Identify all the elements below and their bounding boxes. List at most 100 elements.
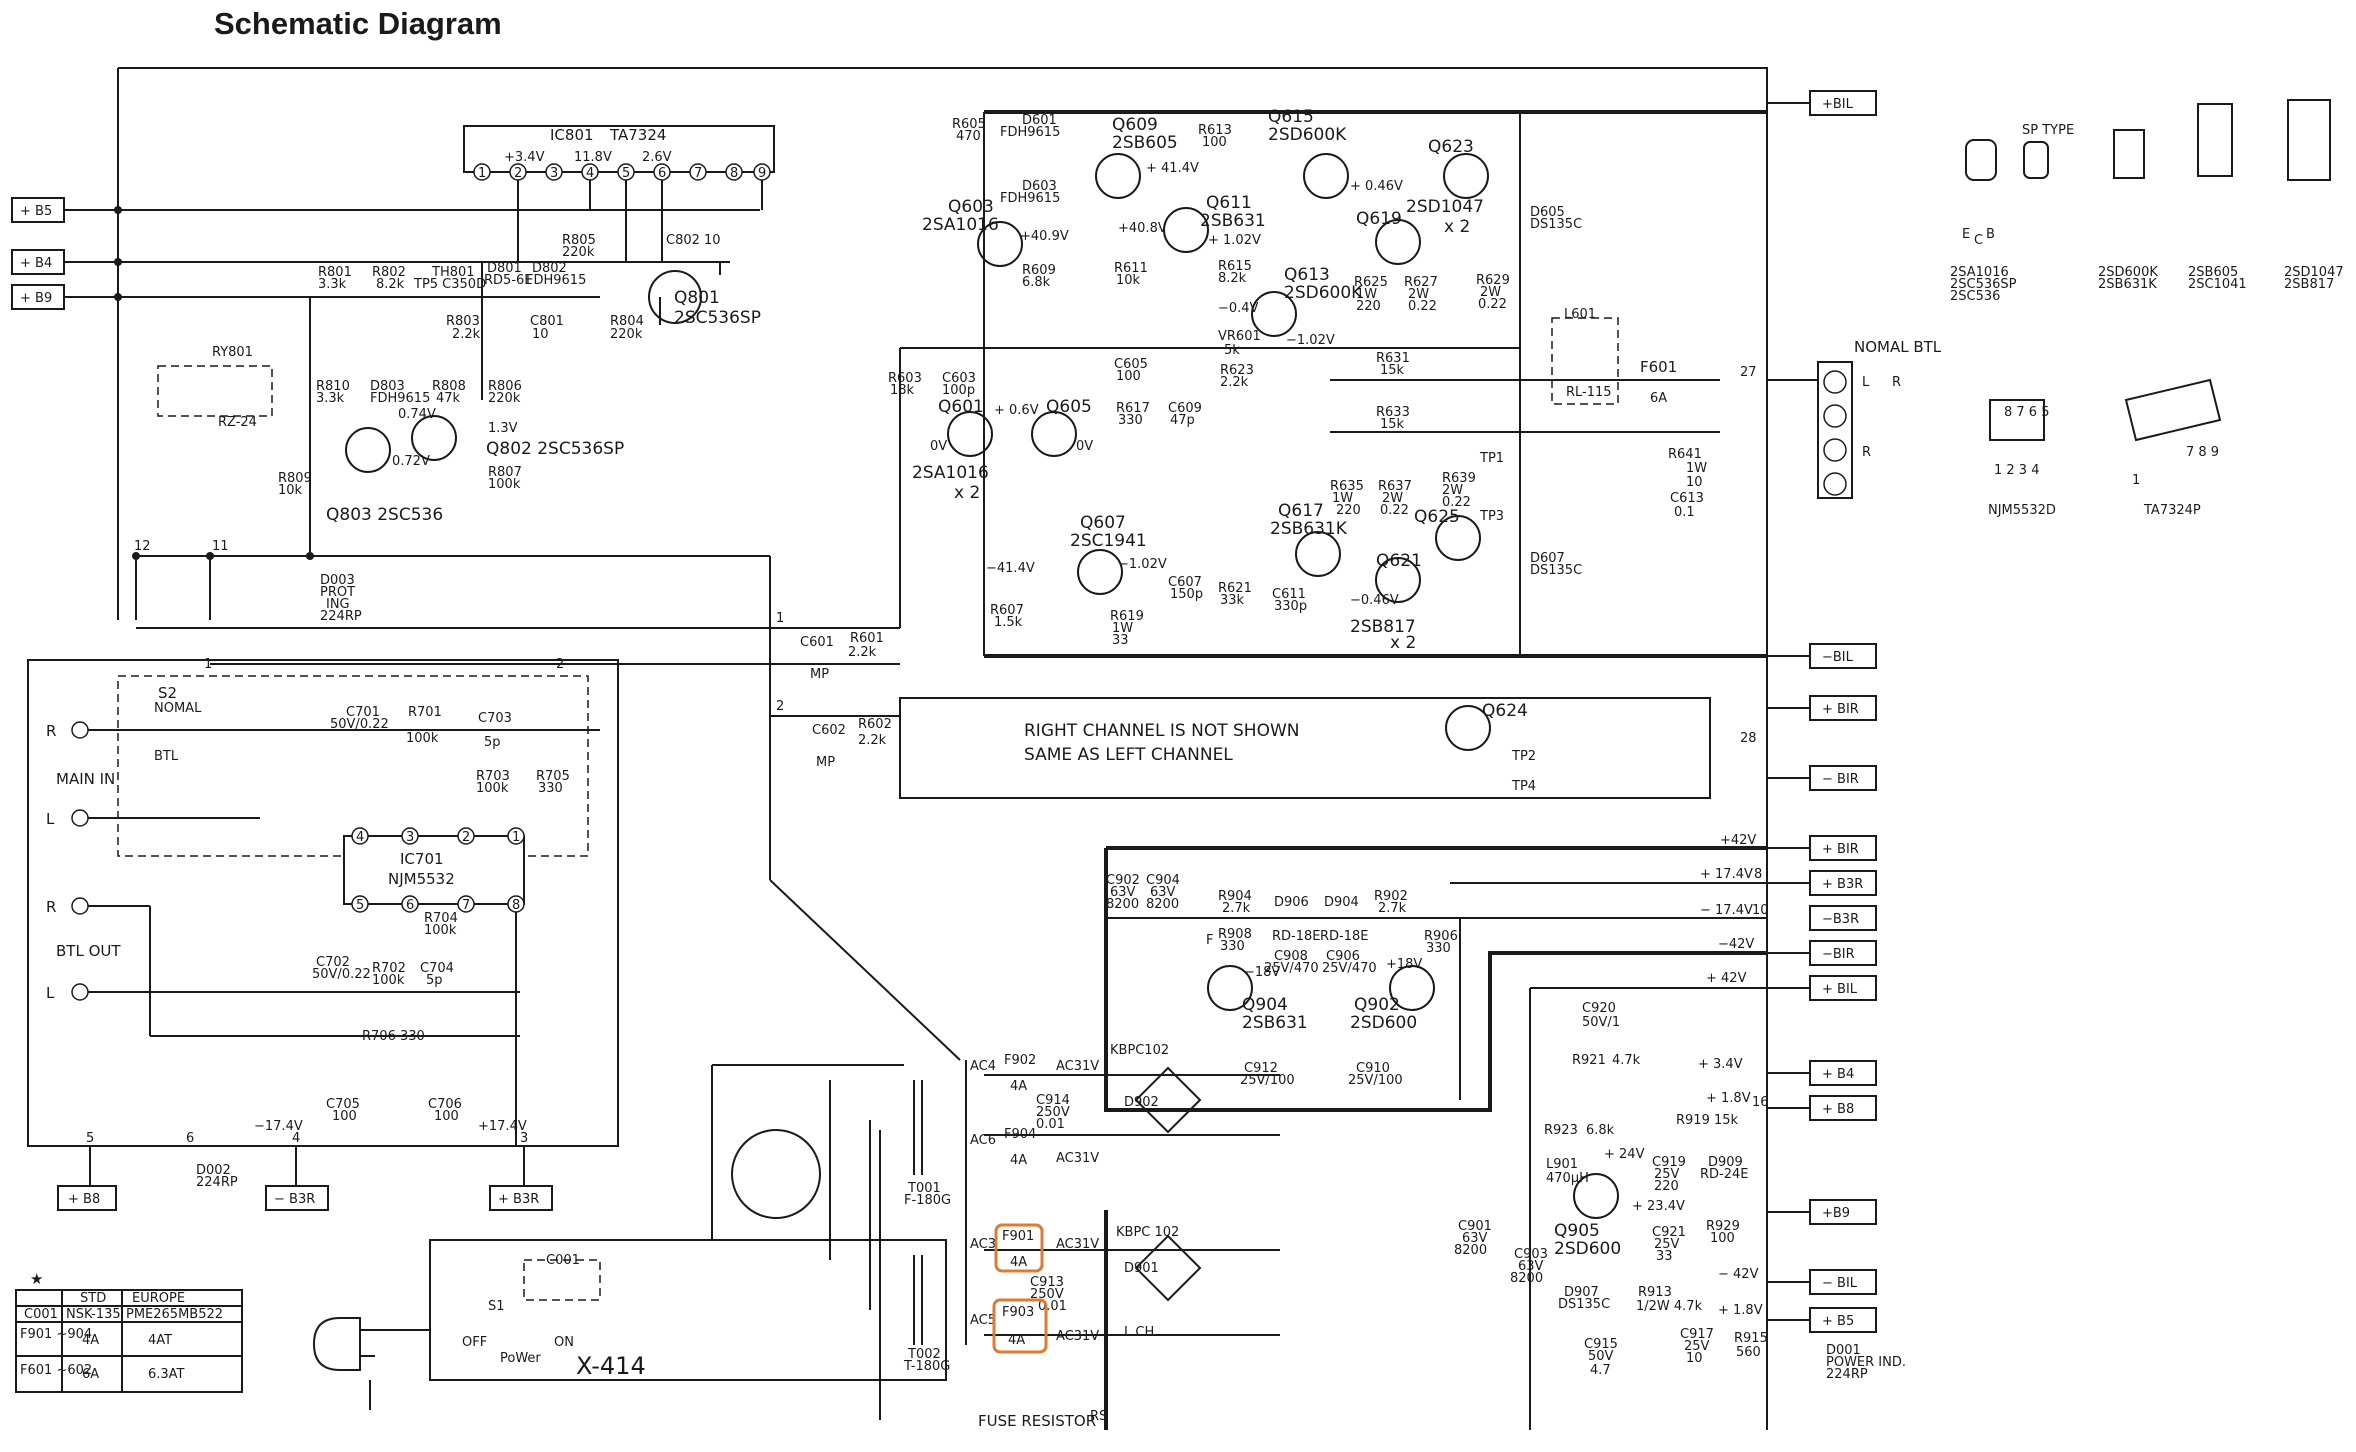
label-reg-r923: R923 xyxy=(1544,1123,1578,1138)
label-reg-c921a: 25V xyxy=(1654,1237,1680,1252)
label-coupling-c601: C601 xyxy=(800,635,834,650)
label-input-c702: C702 xyxy=(316,955,350,970)
label-prot-th801: TH801 xyxy=(431,265,475,280)
label-reg-c910v: 25V/100 xyxy=(1348,1073,1403,1088)
label-amp-r609: R609 xyxy=(1022,263,1056,278)
label-ic801-pins-6: 7 xyxy=(694,166,702,181)
label-amp-r635w: 1W xyxy=(1332,491,1353,506)
label-amp-q607p: 2SC1941 xyxy=(1070,531,1147,551)
q613-label: Q613 xyxy=(1284,265,1330,285)
label-prot-r808: R808 xyxy=(432,379,466,394)
label-right-n28: 28 xyxy=(1740,731,1757,746)
label-psu-f902v: 4A xyxy=(1010,1079,1027,1094)
label-amp-r605: R605 xyxy=(952,117,986,132)
label-amp-r617: R617 xyxy=(1116,401,1150,416)
rail-p-bir: + BIR xyxy=(1822,702,1859,717)
label-reg-r908v: 330 xyxy=(1220,939,1245,954)
label-reg-c919: C919 xyxy=(1652,1155,1686,1170)
label-psu-kbpc_a: KBPC102 xyxy=(1110,1043,1169,1058)
label-input-vp174: +17.4V xyxy=(478,1119,527,1134)
protection-circuit: R805 220k C802 10 R801 3.3k R802 8.2k TH… xyxy=(132,233,770,624)
label-amp-c603: C603 xyxy=(942,371,976,386)
label-amp-q603p: 2SA1016 xyxy=(922,215,999,235)
label-amp-v0b: 0V xyxy=(1076,439,1093,454)
label-reg-d906: D906 xyxy=(1274,895,1309,910)
rail-p-b8: + B8 xyxy=(1822,1102,1854,1117)
label-reg-c912v: 25V/100 xyxy=(1240,1073,1295,1088)
label-reg-d001: D001 xyxy=(1826,1343,1861,1358)
label-psu-fuse_res_tail: RS xyxy=(1090,1409,1107,1424)
btl-out-label: BTL OUT xyxy=(56,942,121,960)
label-psu-t002: T002 xyxy=(907,1347,941,1362)
label-reg-c919v: 220 xyxy=(1654,1179,1679,1194)
label-speaker-r2: R xyxy=(1862,445,1871,460)
label-prot-r809: R809 xyxy=(278,471,312,486)
label-parts-g4-1: 2SB817 xyxy=(2284,277,2334,292)
label-prot-r807: R807 xyxy=(488,465,522,480)
label-amp-v409: +40.9V xyxy=(1020,229,1069,244)
label-parts-njm_p2: 1 2 3 4 xyxy=(1994,463,2039,478)
label-coupling-r602v: 2.2k xyxy=(858,733,887,748)
label-reg-r929v: 100 xyxy=(1710,1231,1735,1246)
label-parts-ta_p2: 1 xyxy=(2132,473,2140,488)
label-input-c701: C701 xyxy=(346,705,380,720)
f903-highlight xyxy=(992,1298,1048,1354)
label-amp-r619: R619 xyxy=(1110,609,1144,624)
label-reg-v42p: +42V xyxy=(1720,833,1756,848)
label-amp-q617p: 2SB631K xyxy=(1270,519,1348,539)
label-amp-q621p: 2SB817 xyxy=(1350,617,1416,637)
label-amp-q615p: 2SD600K xyxy=(1268,125,1347,145)
label-reg-q902p: 2SD600 xyxy=(1350,1013,1417,1033)
label-parts-pin_c: C xyxy=(1974,233,1983,248)
label-reg-v42m2: − 42V xyxy=(1718,1267,1759,1282)
label-input-r701v: 100k xyxy=(406,731,439,746)
coupling-network: 1 2 C601 MP R601 2.2k C602 MP R602 2.2k xyxy=(136,556,961,1061)
label-amp-c605: C605 xyxy=(1114,357,1148,372)
label-amp-vm414: −41.4V xyxy=(986,561,1035,576)
label-amp-r627v: 0.22 xyxy=(1408,299,1437,314)
label-amp-vm046: −0.46V xyxy=(1350,593,1399,608)
label-coupling-r602: R602 xyxy=(858,717,892,732)
label-amp-r641w: 1W xyxy=(1686,461,1707,476)
label-input-c704: C704 xyxy=(420,961,454,976)
label-reg-v42m: −42V xyxy=(1718,937,1754,952)
label-reg-d907p: DS135C xyxy=(1558,1297,1610,1312)
label-input-pins_bot-3: 8 xyxy=(512,898,520,913)
label-rails-p_b4: + B4 xyxy=(20,256,52,271)
label-amp-r615v: 8.2k xyxy=(1218,271,1247,286)
label-ic801-pins-0: 1 xyxy=(478,166,486,181)
input-section: S2 NOMAL BTL MAIN IN BTL OUT R L R L 1 2… xyxy=(27,657,619,1190)
q621-label: Q621 xyxy=(1376,551,1422,571)
label-amp-c611v: 330p xyxy=(1274,599,1307,614)
label-input-c706v: 100 xyxy=(434,1109,459,1124)
label-reg-c919a: 25V xyxy=(1654,1167,1680,1182)
label-amp-d601: D601 xyxy=(1022,113,1057,128)
label-reg-q904p: 2SB631 xyxy=(1242,1013,1308,1033)
rail-p-bir-2: + BIR xyxy=(1822,842,1859,857)
diagram-title: Schematic Diagram xyxy=(214,6,502,41)
label-prot-d003b: ING xyxy=(326,597,350,612)
label-psu-c913a: 250V xyxy=(1030,1287,1064,1302)
label-reg-v34: + 3.4V xyxy=(1698,1057,1743,1072)
label-amp-r635v: 220 xyxy=(1336,503,1361,518)
label-prot-c801: C801 xyxy=(530,314,564,329)
label-psu-t001: T001 xyxy=(907,1181,941,1196)
label-ic801-pins-4: 5 xyxy=(622,166,630,181)
label-reg-c902a: 63V xyxy=(1110,885,1136,900)
table-row-f901: F901 ~904 xyxy=(20,1327,92,1342)
ry801-label: RY801 xyxy=(212,345,253,360)
label-reg-c901: C901 xyxy=(1458,1219,1492,1234)
label-reg-c921: C921 xyxy=(1652,1225,1686,1240)
q904-label: Q904 xyxy=(1242,995,1288,1015)
label-input-n4: 4 xyxy=(292,1131,300,1146)
ic701-part: NJM5532 xyxy=(388,870,455,888)
label-amp-x2c: x 2 xyxy=(1390,633,1416,653)
label-amp-v0a: 0V xyxy=(930,439,947,454)
s2-label: S2 xyxy=(158,684,177,702)
label-amp-c603v: 100p xyxy=(942,383,975,398)
label-psu-ac5: AC5 xyxy=(970,1313,996,1328)
label-psu-f902: F902 xyxy=(1004,1053,1036,1068)
label-coupling-n1: 1 xyxy=(776,611,784,626)
label-amp-r639v: 0.22 xyxy=(1442,495,1471,510)
label-amp-q613p: 2SD600K xyxy=(1284,283,1363,303)
